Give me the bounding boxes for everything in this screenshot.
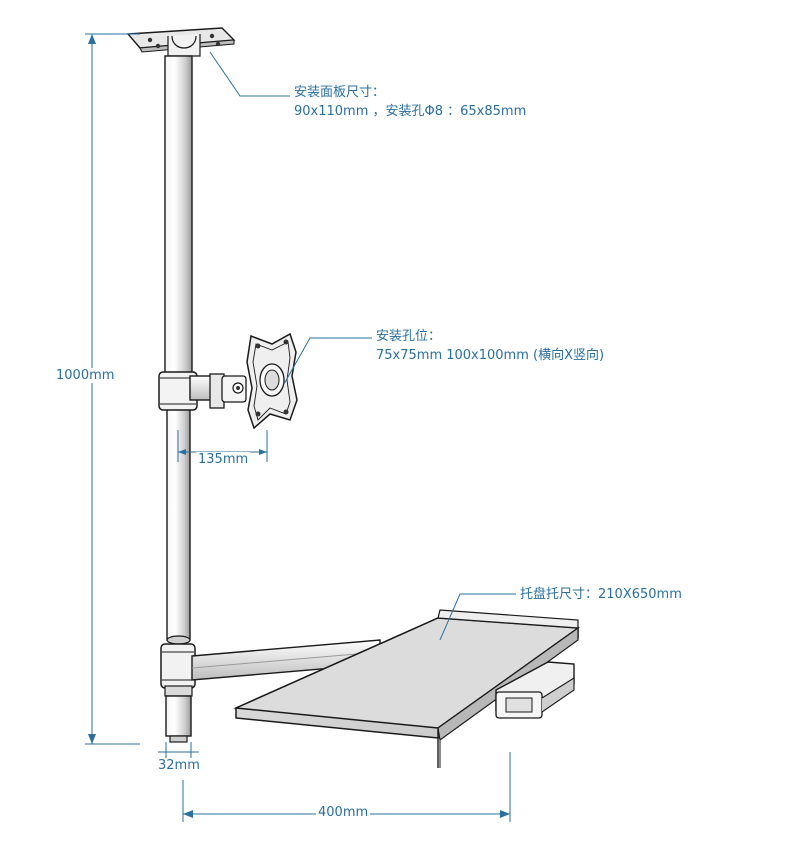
lower-clamp: [160, 643, 196, 743]
top-plate-label-detail: 90x110mm ，安装孔Φ8 ：65x85mm: [294, 104, 527, 119]
dimension-lines: [85, 33, 516, 822]
vesa-label-title: 安装孔位：: [376, 329, 442, 344]
height-dimension-label: 1000mm: [54, 368, 117, 383]
vertical-pole: [164, 55, 193, 645]
tray-label: 托盘托尺寸：210X650mm: [520, 587, 682, 602]
leader-vesa: [283, 337, 372, 385]
pole-diameter-dimension-label: 32mm: [156, 758, 202, 773]
leader-tray: [439, 593, 516, 641]
arm-offset-dimension-label: 135mm: [196, 452, 251, 467]
top-plate-label-title: 安装面板尺寸：: [294, 85, 386, 100]
vesa-plate: [246, 332, 298, 430]
leader-top-plate: [209, 51, 290, 97]
monitor-arm-clamp: [158, 371, 247, 411]
tray-bracket: [495, 661, 575, 719]
vesa-label-detail: 75x75mm 100x100mm (横向X竖向): [376, 348, 605, 363]
tray-arm-dimension-label: 400mm: [316, 805, 371, 820]
ceiling-plate: [126, 27, 236, 57]
